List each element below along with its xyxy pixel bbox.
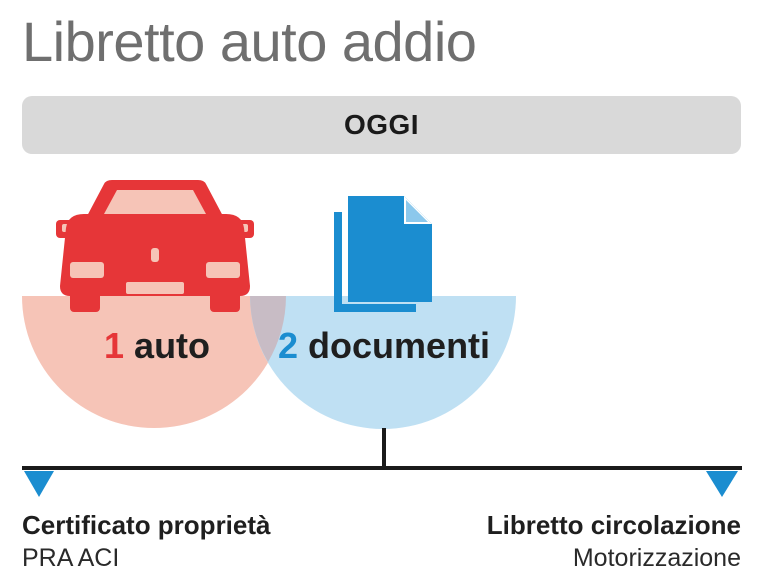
page-title: Libretto auto addio	[22, 10, 477, 73]
documents-half-circle	[250, 296, 516, 429]
documents-count-number: 2	[278, 325, 299, 366]
documents-count-label: 2 documenti	[278, 328, 490, 364]
right-endpoint-subtitle: Motorizzazione	[572, 544, 741, 573]
left-endpoint-subtitle: PRA ACI	[22, 544, 120, 573]
right-marker-icon	[706, 471, 738, 497]
car-icon	[56, 180, 254, 312]
timeline-right-endpoint: Libretto circolazione Motorizzazione	[487, 510, 741, 576]
documents-icon	[334, 196, 432, 312]
auto-count-label: 1 auto	[104, 328, 210, 364]
left-marker-icon	[24, 471, 54, 497]
left-endpoint-title: Certificato proprietà	[22, 510, 271, 540]
auto-half-circle	[22, 296, 286, 428]
auto-count-text: auto	[134, 325, 211, 366]
banner-label: OGGI	[343, 109, 420, 140]
right-endpoint-title: Libretto circolazione	[486, 510, 741, 540]
timeline-left-endpoint: Certificato proprietà PRA ACI	[22, 510, 271, 576]
auto-count-number: 1	[104, 325, 125, 366]
today-banner: OGGI	[22, 96, 741, 154]
documents-count-text: documenti	[308, 325, 491, 366]
overlap-area	[250, 296, 286, 362]
